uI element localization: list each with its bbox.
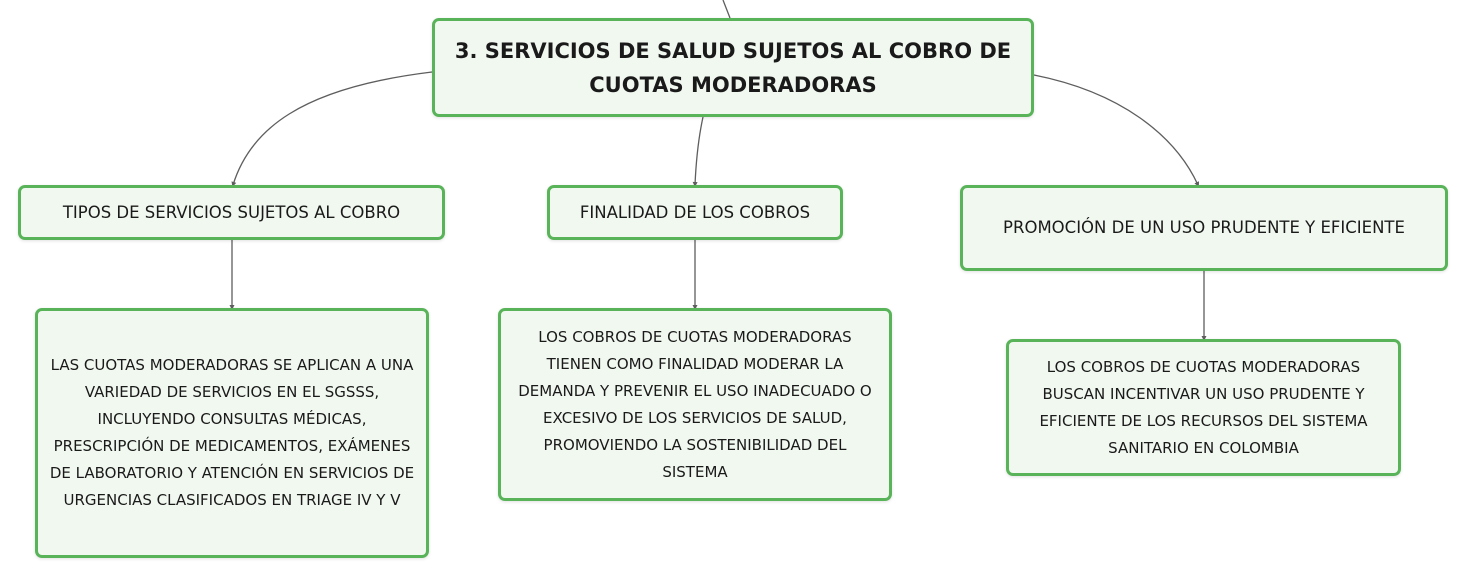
detail-text: LOS COBROS DE CUOTAS MODERADORAS TIENEN … [518,327,872,481]
branch-node-finalidad[interactable]: FINALIDAD DE LOS COBROS [547,185,843,240]
detail-node-tipos-de-servicios[interactable]: LAS CUOTAS MODERADORAS SE APLICAN A UNA … [35,308,429,558]
root-topic-label: 3. SERVICIOS DE SALUD SUJETOS AL COBRO D… [454,38,1012,97]
branch-label: PROMOCIÓN DE UN USO PRUDENTE Y EFICIENTE [1003,218,1405,237]
connector-root-to-branch-1 [231,71,433,187]
detail-node-finalidad[interactable]: LOS COBROS DE CUOTAS MODERADORAS TIENEN … [498,308,892,501]
branch-node-promocion[interactable]: PROMOCIÓN DE UN USO PRUDENTE Y EFICIENTE [960,185,1448,271]
branch-node-tipos-de-servicios[interactable]: TIPOS DE SERVICIOS SUJETOS AL COBRO [18,185,445,240]
connector-parent-to-root [722,0,731,19]
detail-text: LAS CUOTAS MODERADORAS SE APLICAN A UNA … [49,356,415,509]
detail-text: LOS COBROS DE CUOTAS MODERADORAS BUSCAN … [1039,357,1368,457]
root-topic-node[interactable]: 3. SERVICIOS DE SALUD SUJETOS AL COBRO D… [432,18,1034,117]
branch-label: FINALIDAD DE LOS COBROS [579,202,811,222]
branch-label: TIPOS DE SERVICIOS SUJETOS AL COBRO [62,202,401,222]
connector-root-to-branch-2 [692,116,704,187]
connector-root-to-branch-3 [1033,74,1200,187]
detail-node-promocion[interactable]: LOS COBROS DE CUOTAS MODERADORAS BUSCAN … [1006,339,1401,476]
